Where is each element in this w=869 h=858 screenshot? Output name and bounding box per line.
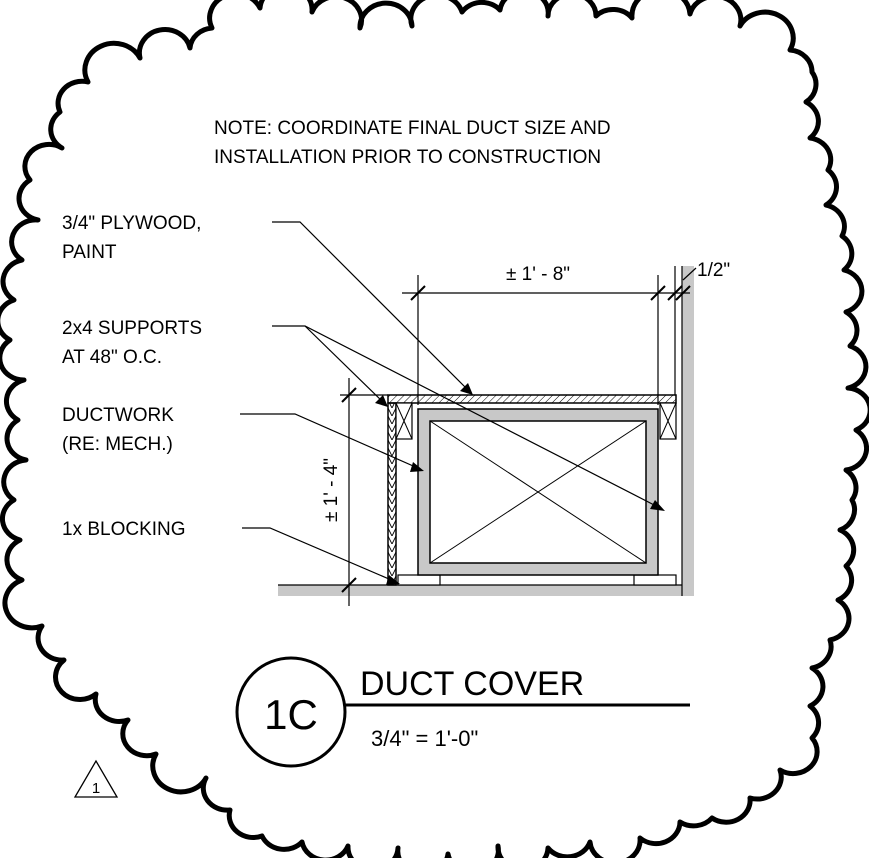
plywood-top: [387, 394, 677, 404]
callout-plywood-line-2: PAINT: [62, 242, 117, 263]
blocking-right: [633, 574, 677, 586]
leader-lines: [240, 221, 661, 583]
floor-and-wall: [278, 266, 694, 596]
wall: [682, 266, 694, 596]
dimension-width-label: ± 1' - 8": [506, 264, 570, 285]
detail-tag-circle: [235, 656, 347, 768]
callout-supports-line-1: 2x4 SUPPORTS: [62, 318, 202, 339]
support-2x4-top: [395, 402, 413, 440]
callout-plywood-line-1: 3/4" PLYWOOD,: [62, 213, 201, 234]
note-line-1: NOTE: COORDINATE FINAL DUCT SIZE AND: [214, 118, 611, 139]
floor-slab: [278, 585, 682, 596]
plywood-side: [387, 402, 397, 586]
revision-number: 1: [92, 780, 100, 797]
dimension-gap-label: 1/2": [697, 260, 730, 281]
callout-blocking: 1x BLOCKING: [62, 519, 186, 540]
ductwork: [417, 408, 659, 576]
detail-tag: 1C: [264, 691, 318, 738]
note-line-2: INSTALLATION PRIOR TO CONSTRUCTION: [214, 147, 601, 168]
blocking-left: [397, 574, 441, 586]
drawing-title: DUCT COVER: [360, 665, 584, 703]
drawing-scale: 3/4" = 1'-0": [371, 726, 478, 751]
leader-arrowheads: [375, 383, 665, 585]
callout-ductwork-line-2: (RE: MECH.): [62, 434, 173, 455]
duct-cover-assembly: [387, 394, 677, 586]
dimension-lines: [340, 266, 697, 606]
revision-triangle: [73, 759, 119, 798]
dimension-height-label: ± 1' - 4": [321, 458, 342, 522]
callout-ductwork-line-1: DUCTWORK: [62, 405, 174, 426]
callout-supports-line-2: AT 48" O.C.: [62, 347, 162, 368]
support-2x4-right: [659, 402, 677, 440]
